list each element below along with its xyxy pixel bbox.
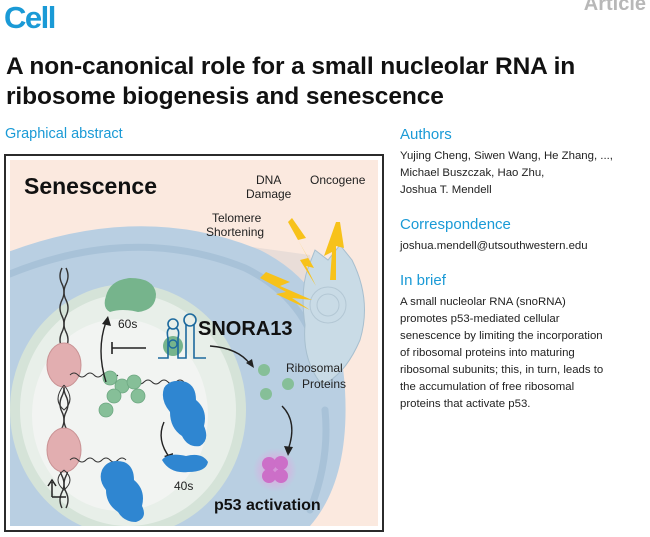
senescent-cell — [302, 244, 365, 386]
in-brief-line: promotes p53-mediated cellular — [400, 313, 560, 325]
lightning-oncogene-icon — [324, 222, 344, 280]
polymerase-bottom — [46, 427, 82, 473]
arrowhead — [102, 316, 111, 326]
in-brief-line: of ribosomal proteins into maturing — [400, 347, 575, 359]
label-proteins: Proteins — [302, 377, 346, 391]
lightning-telomere-icon — [260, 272, 312, 310]
label-senescence: Senescence — [24, 173, 157, 199]
arrowhead — [246, 359, 254, 368]
cell-membrane-fold — [306, 406, 330, 514]
in-brief-line: senescence by limiting the incorporation — [400, 330, 603, 342]
arrow-to-p53 — [281, 405, 293, 451]
precursor-40s-icon — [162, 380, 207, 447]
authors-line[interactable]: Yujing Cheng, Siwen Wang, He Zhang, ..., — [400, 150, 613, 162]
dna-loop — [57, 384, 71, 411]
arrow-to-60s — [100, 321, 107, 383]
arrowhead — [284, 446, 293, 456]
in-brief-line: the accumulation of free ribosomal — [400, 381, 575, 393]
label-oncogene: Oncogene — [310, 173, 366, 187]
in-brief-line: proteins that activate p53. — [400, 398, 531, 410]
precursor-40s-icon — [100, 461, 144, 522]
label-60s: 60s — [118, 317, 137, 331]
in-brief-line: ribosomal subunits; this, in turn, leads… — [400, 364, 604, 376]
subunit-60s-icon — [104, 278, 156, 312]
rrna-transcript — [69, 457, 127, 463]
polymerase-top — [46, 342, 82, 388]
label-snora13: SNORA13 — [198, 318, 292, 340]
label-40s: 40s — [174, 479, 193, 493]
correspondence-heading: Correspondence — [400, 216, 511, 233]
arrow-to-ribosomal-proteins — [209, 345, 251, 365]
authors-heading: Authors — [400, 126, 452, 143]
label-p53-activation: p53 activation — [214, 497, 321, 514]
graphical-abstract-illustration: 60s SNORA13 Ribosomal Proteins — [10, 160, 378, 526]
authors-section: Authors Yujing Cheng, Siwen Wang, He Zha… — [400, 126, 650, 199]
p53-tetramer-icon — [262, 456, 288, 483]
label-dna: DNA — [256, 173, 281, 187]
transcription-start-icon — [47, 478, 66, 498]
graphical-abstract-heading: Graphical abstract — [5, 126, 123, 142]
dna-loop — [57, 469, 71, 491]
label-shortening: Shortening — [206, 225, 264, 239]
correspondence-email-link[interactable]: joshua.mendell@utsouthwestern.edu — [400, 240, 588, 252]
label-damage: Damage — [246, 187, 292, 201]
senescent-cell-nucleus — [309, 286, 347, 324]
in-brief-heading: In brief — [400, 272, 446, 289]
article-type-label: Article — [583, 0, 646, 15]
authors-line[interactable]: Joshua T. Mendell — [400, 184, 492, 196]
senescent-cell-nucleolus — [316, 293, 340, 317]
article-info-column: Authors Yujing Cheng, Siwen Wang, He Zha… — [400, 126, 650, 413]
p53-glow — [253, 448, 297, 492]
article-title: A non-canonical role for a small nucleol… — [6, 53, 576, 110]
label-telomere: Telomere — [212, 211, 262, 225]
correspondence-section: Correspondence joshua.mendell@utsouthwes… — [400, 216, 650, 255]
journal-logo[interactable]: Cell — [4, 0, 56, 35]
label-ribosomal: Ribosomal — [286, 361, 343, 375]
snora13-rna-icon — [158, 313, 206, 359]
graphical-abstract: 60s SNORA13 Ribosomal Proteins — [4, 154, 384, 532]
in-brief-line: A small nucleolar RNA (snoRNA) — [400, 296, 566, 308]
free-ribosomal-proteins — [258, 364, 294, 400]
ribosomal-protein-cluster — [98, 370, 146, 418]
in-brief-section: In brief A small nucleolar RNA (snoRNA) … — [400, 272, 650, 413]
lightning-dna-damage-icon — [288, 218, 316, 286]
authors-line[interactable]: Michael Buszczak, Hao Zhu, — [400, 167, 545, 179]
subunit-40s-icon — [162, 454, 208, 473]
